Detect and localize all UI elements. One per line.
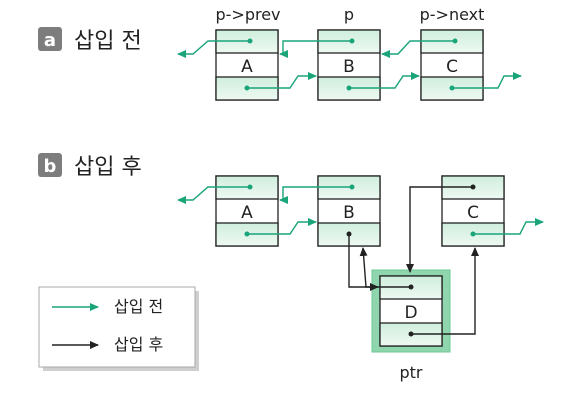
legend-after-label: 삽입 후 [114, 335, 163, 354]
pointer-dots-after-green [244, 184, 476, 237]
section-after-title: 삽입 후 [74, 155, 142, 180]
section-before-title: 삽입 전 [74, 29, 142, 54]
node-c-before-label: C [446, 57, 458, 77]
link-c-prev-to-d [406, 186, 473, 273]
pointer-dots-before [244, 38, 458, 91]
pointer-label-prev: p->prev [215, 5, 280, 24]
node-d-new: D [371, 269, 451, 353]
link-a-prev-after [177, 186, 250, 204]
pointer-dots-after-black [346, 184, 476, 337]
link-b-prev-after [279, 186, 352, 204]
legend-before-label: 삽입 전 [114, 297, 163, 316]
legend: 삽입 전 삽입 후 [38, 286, 199, 371]
badge-a [38, 27, 62, 51]
link-d-prev-to-b [359, 247, 411, 288]
node-a-before-label: A [241, 57, 253, 77]
node-b-after-label: B [343, 203, 355, 223]
links-after-new [348, 186, 479, 335]
pointer-label-p: p [344, 5, 354, 24]
node-b-before-label: B [343, 57, 355, 77]
links-before [177, 40, 522, 89]
section-before: a 삽입 전 p->prev p p->next A B C [38, 5, 522, 101]
badge-b [38, 153, 62, 177]
node-a-after-label: A [241, 203, 253, 223]
pointer-label-ptr: ptr [399, 363, 422, 382]
link-c-prev [381, 40, 455, 58]
link-d-next-to-c [411, 247, 479, 335]
pointer-label-next: p->next [420, 5, 485, 24]
link-c-next [452, 72, 522, 89]
node-d-label: D [404, 303, 417, 323]
link-c-next-after [473, 218, 544, 235]
link-b-prev [279, 40, 352, 58]
badge-b-letter: b [44, 156, 57, 177]
link-a-prev [177, 40, 250, 58]
section-after: b 삽입 후 A B C D [38, 153, 544, 382]
node-c-after-label: C [467, 203, 479, 223]
legend-box [38, 286, 196, 368]
links-after-unchanged [177, 186, 544, 235]
badge-a-letter: a [44, 30, 56, 51]
link-a-next [247, 72, 317, 89]
link-a-next-after [247, 218, 317, 235]
link-b-next [349, 72, 420, 89]
